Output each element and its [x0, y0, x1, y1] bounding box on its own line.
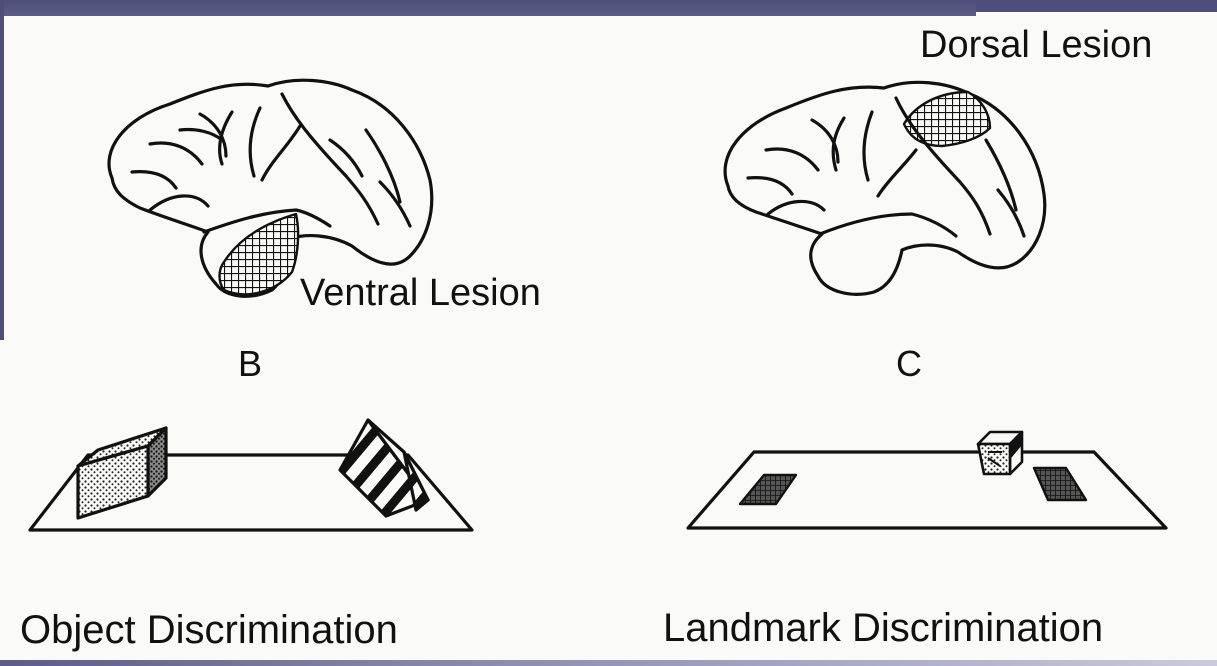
- landmark-discrimination-tray: [688, 432, 1166, 528]
- ventral-lesion-label: Ventral Lesion: [300, 274, 541, 312]
- object-discrimination-caption: Object Discrimination: [20, 610, 398, 650]
- object-discrimination-tray: [30, 420, 472, 530]
- panel-c-label: C: [896, 346, 922, 382]
- landmark-cube: [978, 432, 1022, 474]
- panel-b-label: B: [238, 346, 262, 382]
- landmark-discrimination-caption: Landmark Discrimination: [663, 608, 1103, 648]
- brain-ventral-illustration: [109, 80, 432, 296]
- brain-dorsal-illustration: [725, 82, 1045, 294]
- dorsal-lesion-label: Dorsal Lesion: [920, 26, 1152, 64]
- dorsal-lesion: [904, 92, 990, 146]
- ventral-lesion: [220, 214, 299, 294]
